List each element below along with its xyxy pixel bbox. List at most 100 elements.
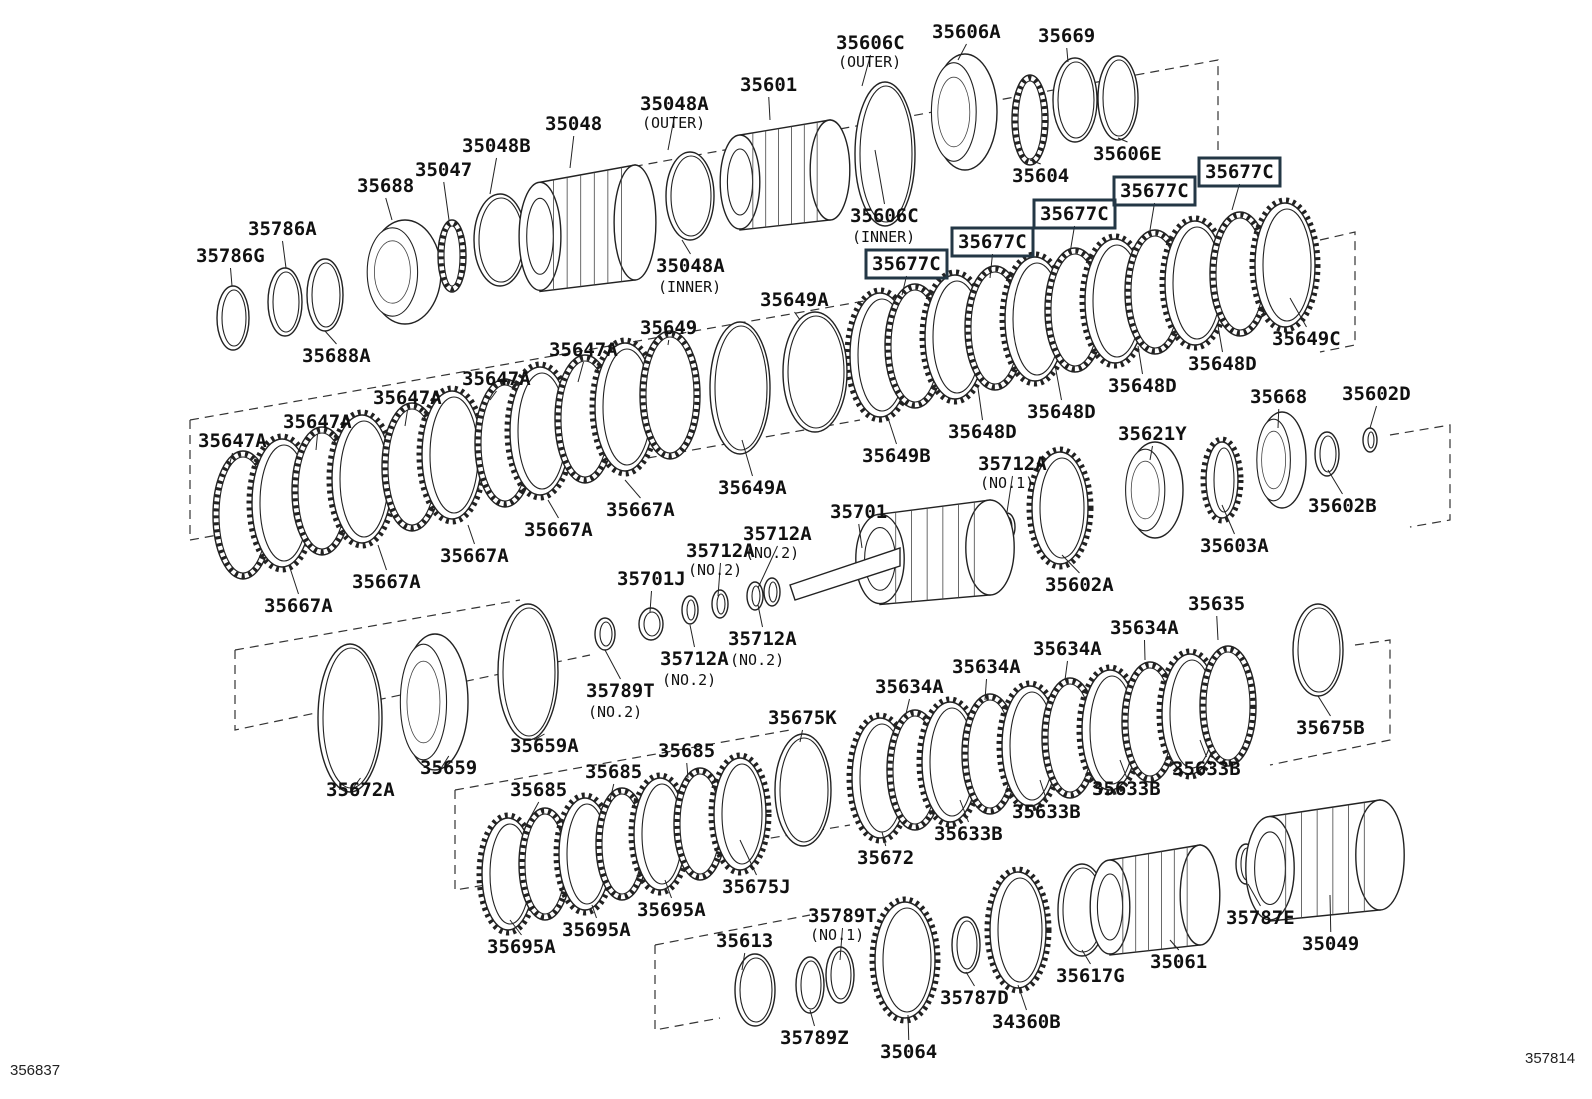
callout-35677c[interactable]: 35677C: [1112, 175, 1197, 207]
callout-35617g[interactable]: 35617G: [1056, 965, 1125, 987]
callout-35647a[interactable]: 35647A: [373, 387, 442, 409]
callout-35667a[interactable]: 35667A: [264, 595, 333, 617]
callout-35048[interactable]: 35048: [545, 113, 602, 135]
callout-35649a[interactable]: 35649A: [718, 477, 787, 499]
callout-35634a[interactable]: 35634A: [952, 656, 1021, 678]
callout-35061[interactable]: 35061: [1150, 951, 1207, 973]
callout-35649b[interactable]: 35649B: [862, 445, 931, 467]
callout-35677c[interactable]: 35677C: [1197, 156, 1282, 188]
callout-35701[interactable]: 35701: [830, 501, 887, 523]
callout-35604[interactable]: 35604: [1012, 165, 1069, 187]
callout-35786g[interactable]: 35786G: [196, 245, 265, 267]
callout-35647a[interactable]: 35647A: [198, 430, 267, 452]
part-number-label: 35049: [1302, 933, 1359, 955]
callout-35669[interactable]: 35669: [1038, 25, 1095, 47]
callout-35789z[interactable]: 35789Z: [780, 1027, 849, 1049]
callout-35606e[interactable]: 35606E: [1093, 143, 1162, 165]
callout-35048b[interactable]: 35048B: [462, 135, 531, 157]
callout-35688[interactable]: 35688: [357, 175, 414, 197]
part-number-label: 35789T: [808, 905, 877, 927]
callout-35635[interactable]: 35635: [1188, 593, 1245, 615]
callout-35606a[interactable]: 35606A: [932, 21, 1001, 43]
callout-35712a[interactable]: 35712A(NO.1): [978, 453, 1047, 492]
callout-35049[interactable]: 35049: [1302, 933, 1359, 955]
callout-35633b[interactable]: 35633B: [1172, 758, 1241, 780]
part-ring: [711, 589, 729, 619]
callout-35695a[interactable]: 35695A: [487, 936, 556, 958]
callout-35787d[interactable]: 35787D: [940, 987, 1009, 1009]
callout-35701j[interactable]: 35701J: [617, 568, 686, 590]
callout-35634a[interactable]: 35634A: [1033, 638, 1102, 660]
callout-35647a[interactable]: 35647A: [549, 339, 618, 361]
callout-35648d[interactable]: 35648D: [1027, 401, 1096, 423]
callout-35649a[interactable]: 35649A: [760, 289, 829, 311]
part-shapes: [212, 53, 1405, 1027]
callout-35648d[interactable]: 35648D: [1108, 375, 1177, 397]
callout-35048a[interactable]: 35048A(OUTER): [640, 93, 709, 132]
callout-35789t[interactable]: 35789T(NO.1): [808, 905, 877, 944]
part-number-label: 35677C: [1120, 180, 1189, 202]
callout-35649c[interactable]: 35649C: [1272, 328, 1341, 350]
callout-35786a[interactable]: 35786A: [248, 218, 317, 240]
callout-35685[interactable]: 35685: [658, 740, 715, 762]
callout-35047[interactable]: 35047: [415, 159, 472, 181]
callout-35685[interactable]: 35685: [585, 761, 642, 783]
leader-line: [739, 839, 757, 876]
callout-35621y[interactable]: 35621Y: [1118, 423, 1187, 445]
callout-35787e[interactable]: 35787E: [1226, 907, 1295, 929]
callout-35712a[interactable]: 35712A(NO.2): [660, 648, 729, 689]
callout-35633b[interactable]: 35633B: [1092, 778, 1161, 800]
callout-35633b[interactable]: 35633B: [1012, 801, 1081, 823]
callout-35634a[interactable]: 35634A: [1110, 617, 1179, 639]
callout-35648d[interactable]: 35648D: [1188, 353, 1257, 375]
callout-35675k[interactable]: 35675K: [768, 707, 837, 729]
callout-35647a[interactable]: 35647A: [283, 411, 352, 433]
callout-35633b[interactable]: 35633B: [934, 823, 1003, 845]
callout-35601[interactable]: 35601: [740, 74, 797, 96]
part-number-label: 35672: [857, 847, 914, 869]
callout-35647a[interactable]: 35647A: [462, 368, 531, 390]
callout-35659a[interactable]: 35659A: [510, 735, 579, 757]
callout-35667a[interactable]: 35667A: [524, 519, 593, 541]
callout-35675b[interactable]: 35675B: [1296, 717, 1365, 739]
callout-35668[interactable]: 35668: [1250, 386, 1307, 408]
leader-line: [667, 339, 670, 346]
callout-35613[interactable]: 35613: [716, 930, 773, 952]
callout-35712a[interactable]: 35712A(NO.2): [686, 540, 755, 579]
footer-right-code: 357814: [1525, 1050, 1576, 1067]
callout-35672a[interactable]: 35672A: [326, 779, 395, 801]
callout-35672[interactable]: 35672: [857, 847, 914, 869]
callout-35064[interactable]: 35064: [880, 1041, 937, 1063]
callout-35606c[interactable]: 35606C(INNER): [850, 205, 919, 246]
callout-35667a[interactable]: 35667A: [606, 499, 675, 521]
callout-35712a[interactable]: 35712A(NO.2): [743, 523, 812, 562]
callout-35667a[interactable]: 35667A: [352, 571, 421, 593]
callout-35602b[interactable]: 35602B: [1308, 495, 1377, 517]
part-ring: [1256, 411, 1307, 509]
callout-35602a[interactable]: 35602A: [1045, 574, 1114, 596]
leader-line: [794, 311, 801, 321]
callout-35685[interactable]: 35685: [510, 779, 567, 801]
callout-35695a[interactable]: 35695A: [637, 899, 706, 921]
callout-35649[interactable]: 35649: [640, 317, 697, 339]
callout-35675j[interactable]: 35675J: [722, 876, 791, 898]
part-drum: [1245, 799, 1405, 922]
callout-35648d[interactable]: 35648D: [948, 421, 1017, 443]
callout-35789t[interactable]: 35789T(NO.2): [586, 680, 655, 721]
callout-35667a[interactable]: 35667A: [440, 545, 509, 567]
callout-35606c[interactable]: 35606C(OUTER): [836, 32, 905, 71]
callout-35677c[interactable]: 35677C: [1032, 198, 1117, 230]
callout-35048a[interactable]: 35048A(INNER): [656, 255, 725, 296]
callout-35695a[interactable]: 35695A: [562, 919, 631, 941]
leader-line: [1119, 759, 1127, 778]
callout-35659[interactable]: 35659: [420, 757, 477, 779]
callout-35634a[interactable]: 35634A: [875, 676, 944, 698]
callout-35688a[interactable]: 35688A: [302, 345, 371, 367]
callout-34360b[interactable]: 34360B: [992, 1011, 1061, 1033]
callout-35677c[interactable]: 35677C: [864, 248, 949, 280]
leader-line: [1327, 469, 1343, 495]
callout-35603a[interactable]: 35603A: [1200, 535, 1269, 557]
callout-35712a[interactable]: 35712A(NO.2): [728, 628, 797, 669]
callout-35677c[interactable]: 35677C: [950, 226, 1035, 258]
callout-35602d[interactable]: 35602D: [1342, 383, 1411, 405]
